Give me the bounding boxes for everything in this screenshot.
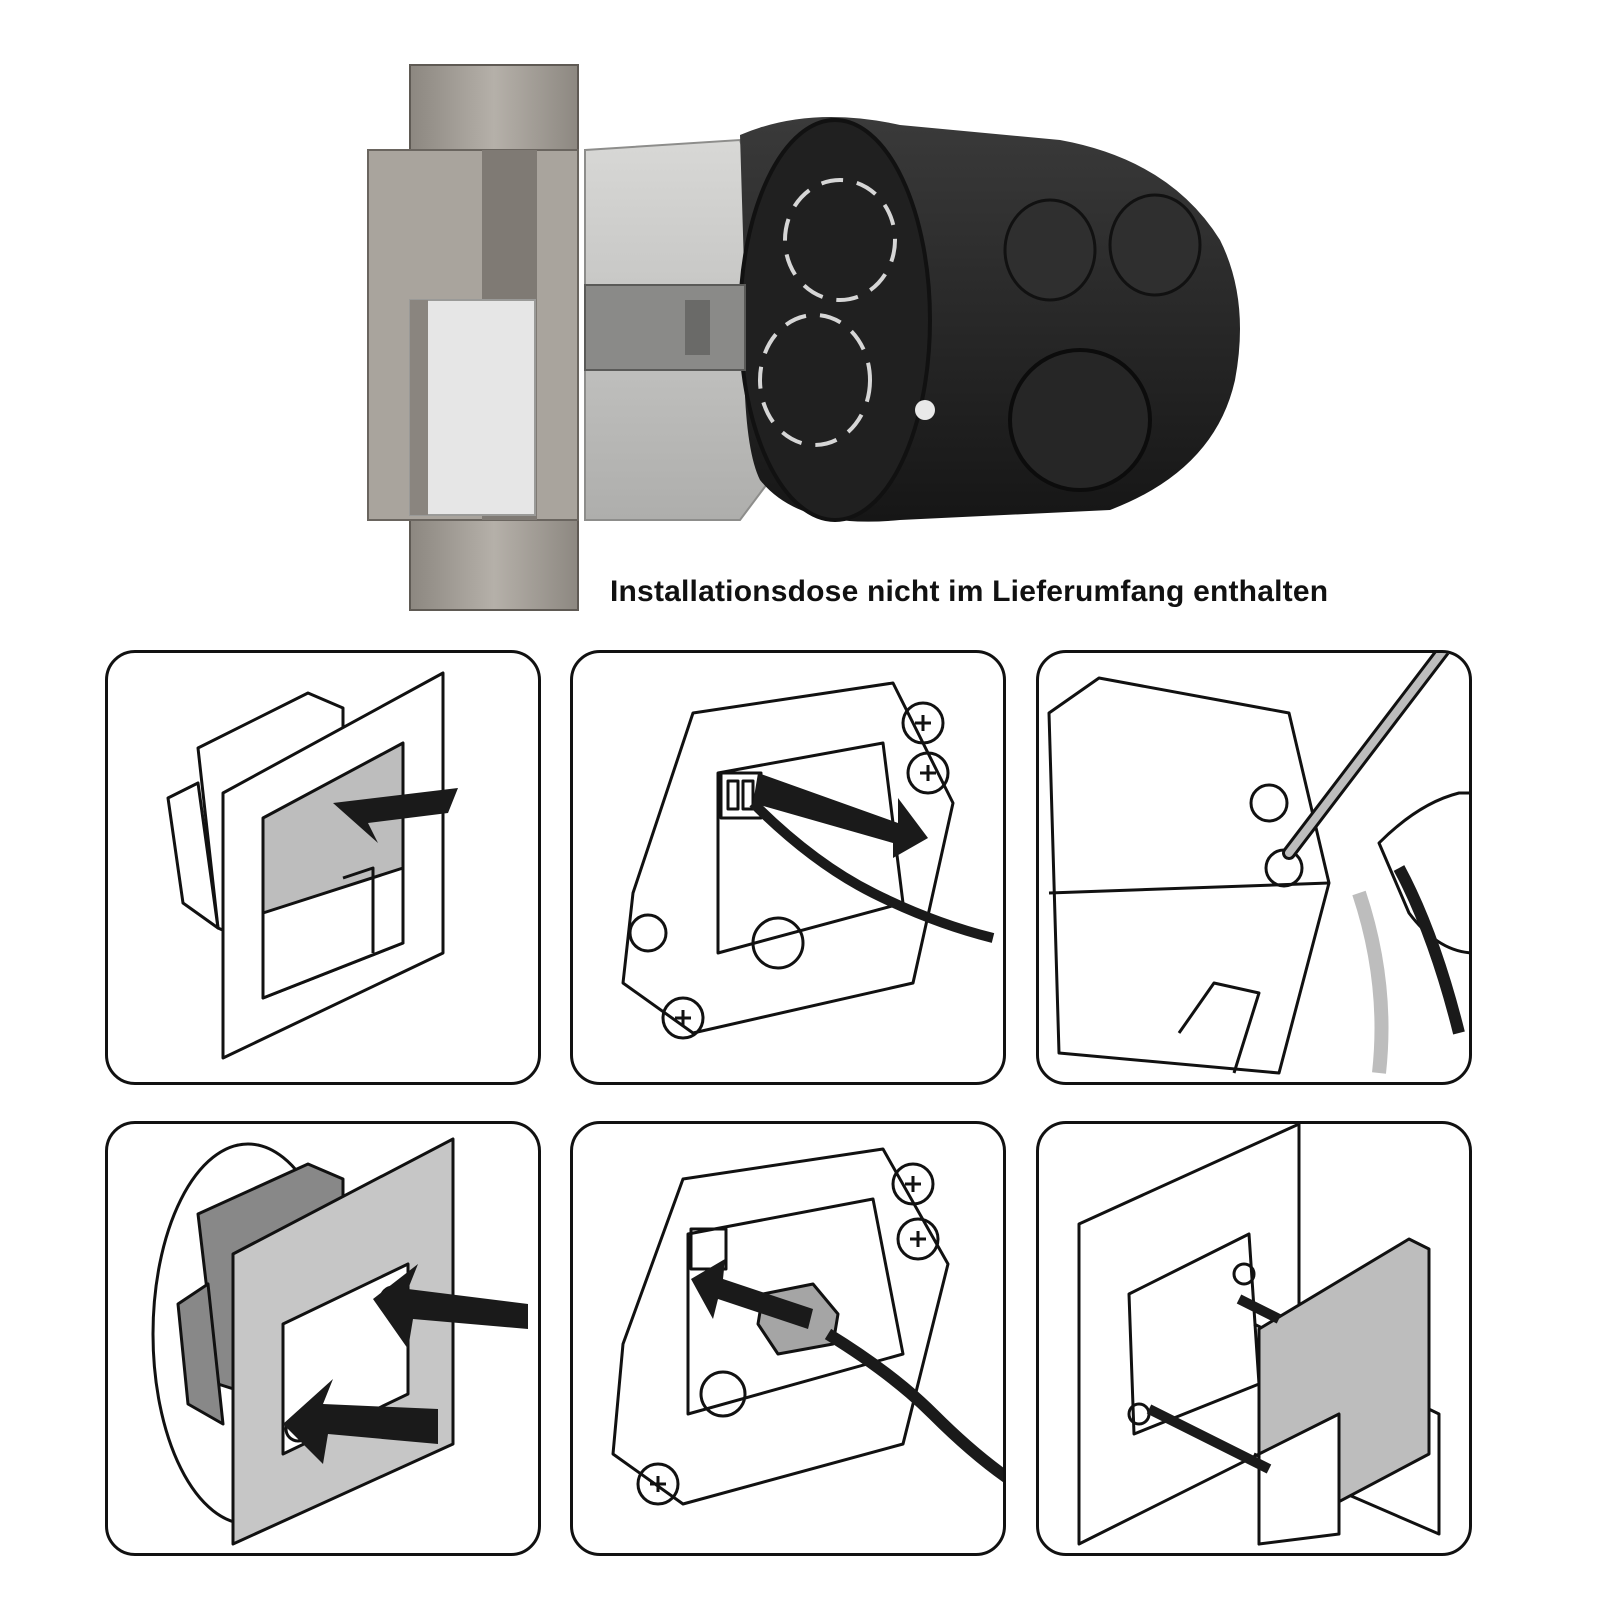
product-photo: Installationsdose nicht im Lieferumfang … — [0, 0, 1600, 640]
connect-plug-icon — [621, 681, 995, 1040]
step-panel-6 — [1036, 1121, 1472, 1556]
step-panel-2 — [570, 650, 1006, 1085]
step-panel-5 — [570, 1121, 1006, 1556]
insert-connector-icon — [611, 1147, 1003, 1506]
wall-light-with-box-illustration — [367, 64, 1240, 611]
caption-text: Installationsdose nicht im Lieferumfang … — [610, 575, 1329, 608]
step-panel-1 — [105, 650, 541, 1085]
mount-screws-icon — [151, 1137, 528, 1546]
screw-terminal-icon — [1047, 653, 1469, 1075]
remove-cover-icon — [166, 671, 458, 1060]
step-panel-3 — [1036, 650, 1472, 1085]
attach-cover-icon — [1077, 1124, 1441, 1546]
step-panel-4 — [105, 1121, 541, 1556]
